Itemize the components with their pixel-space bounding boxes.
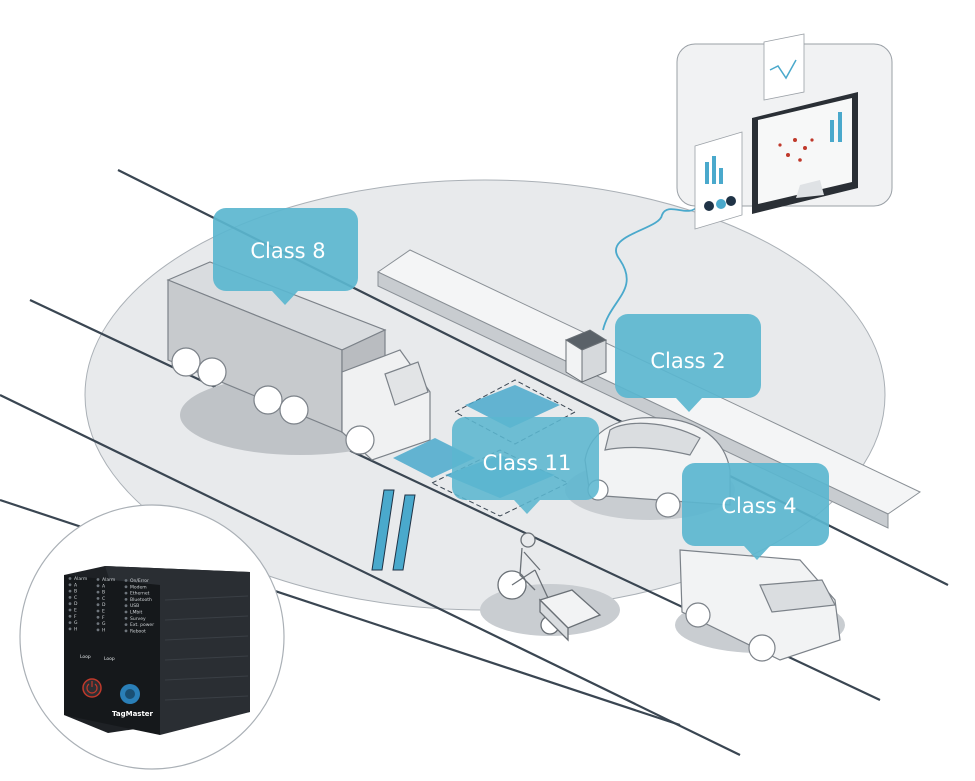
status-led-icon (68, 602, 72, 606)
class-11-label: Class 11 (483, 451, 572, 475)
class-4-label: Class 4 (721, 494, 796, 518)
led-label: H (102, 627, 105, 633)
analytics-dashboard-icon (676, 33, 893, 230)
led-label: On/Error (130, 578, 149, 584)
led-label: Ethernet (130, 591, 150, 597)
status-led-icon (124, 604, 128, 608)
status-led-icon (96, 597, 100, 600)
class-8-label: Class 8 (250, 239, 325, 263)
led-label: Reboot (130, 628, 146, 634)
status-led-icon (124, 579, 128, 582)
led-label: B (74, 589, 77, 595)
led-label: E (102, 609, 105, 615)
led-label: H (74, 626, 77, 632)
led-label: Bluetooth (130, 597, 152, 603)
led-status-panel: AlarmABCDEFGHAlarmABCDEFGHOn/ErrorModemE… (68, 576, 154, 634)
class-11-callout: Class 11 (452, 417, 599, 514)
status-led-icon (96, 578, 100, 581)
led-label: G (102, 621, 106, 627)
status-led-icon (68, 608, 72, 612)
led-label: Alarm (102, 577, 115, 583)
led-label: Survey (130, 616, 146, 622)
led-label: Alarm (74, 576, 87, 582)
led-label: Modem (130, 584, 147, 590)
status-led-icon (124, 616, 128, 620)
led-label: USB (130, 603, 139, 609)
status-led-icon (124, 610, 128, 614)
power-button-icon (82, 678, 102, 698)
status-led-icon (124, 591, 128, 595)
status-led-icon (124, 629, 128, 633)
led-label: B (102, 590, 105, 596)
status-led-icon (124, 598, 128, 601)
class-8-callout: Class 8 (213, 208, 358, 305)
status-led-icon (96, 584, 100, 588)
status-led-icon (96, 622, 100, 625)
status-led-icon (68, 583, 72, 587)
status-led-icon (68, 621, 72, 624)
device-brand: TagMaster (112, 710, 154, 718)
led-label: C (102, 596, 105, 602)
status-led-icon (68, 589, 72, 593)
data-cable (602, 204, 699, 331)
roadside-sensor-icon (564, 329, 608, 383)
status-led-icon (124, 585, 128, 589)
led-label: G (74, 620, 78, 626)
status-led-icon (96, 609, 100, 613)
induction-loops (371, 489, 416, 571)
led-label: A (74, 582, 78, 588)
led-label: E (74, 608, 77, 614)
status-led-icon (96, 615, 100, 619)
loop-label-left: Loop (80, 654, 91, 660)
led-label: Ext. power (130, 622, 154, 628)
status-led-icon (96, 603, 100, 607)
class-2-label: Class 2 (650, 349, 725, 373)
status-led-icon (124, 623, 128, 626)
led-label: F (74, 614, 77, 620)
status-led-icon (68, 577, 72, 580)
class-4-callout: Class 4 (682, 463, 829, 560)
led-label: D (74, 601, 78, 607)
class-4-van-icon (679, 549, 841, 662)
led-label: LMbit (130, 610, 142, 616)
class-11-cargo-bike-icon (497, 532, 602, 642)
status-led-icon (96, 590, 100, 594)
loop-label-right: Loop (104, 656, 115, 662)
status-led-icon (68, 627, 72, 631)
class-2-callout: Class 2 (615, 314, 761, 412)
status-led-icon (96, 628, 100, 632)
led-label: C (74, 595, 77, 601)
status-led-icon (68, 596, 72, 599)
led-label: D (102, 602, 106, 608)
led-label: F (102, 615, 105, 621)
led-label: A (102, 583, 106, 589)
class-8-truck-icon (166, 261, 431, 461)
device-inset: TagMaster Loop Loop (19, 504, 285, 770)
status-led-icon (68, 614, 72, 618)
